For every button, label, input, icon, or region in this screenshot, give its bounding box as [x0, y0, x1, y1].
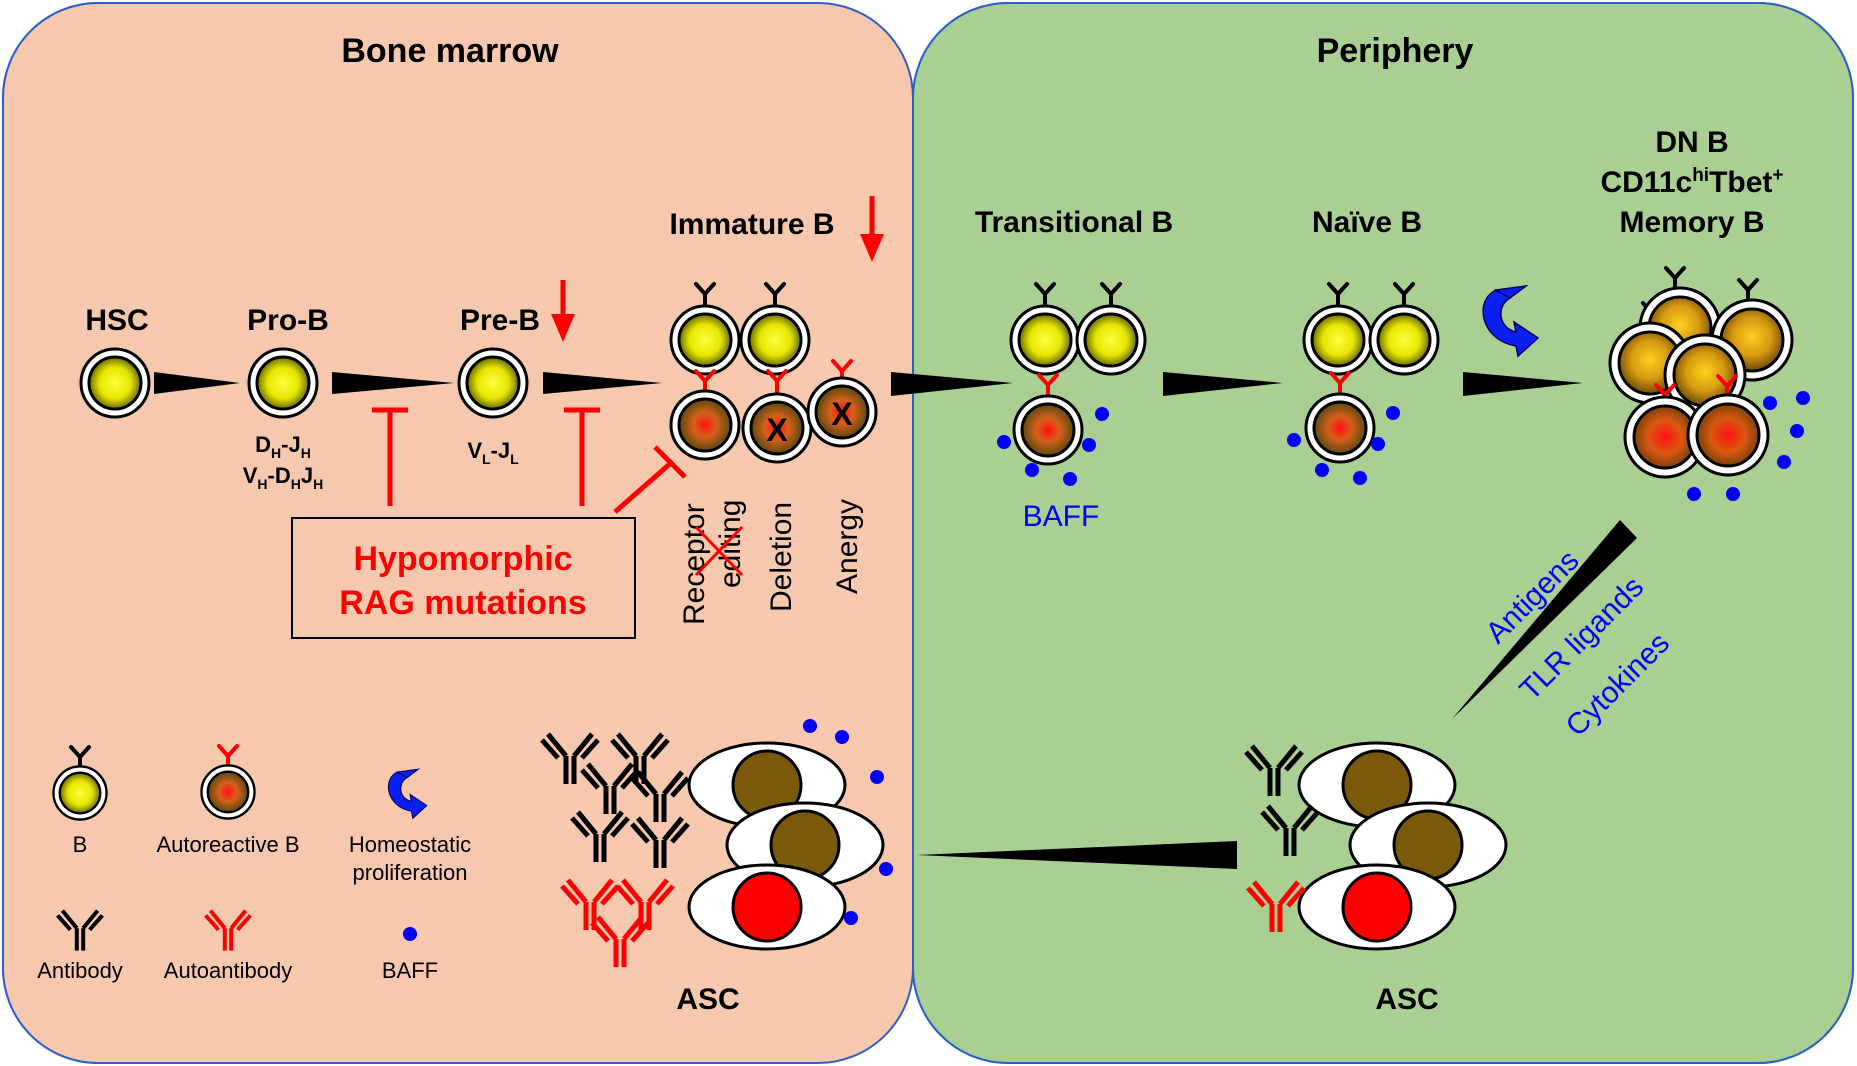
rag-mutations-box — [291, 517, 636, 639]
rag-box-line2: RAG mutations — [339, 584, 586, 622]
pre-b-label: Pre-B — [460, 304, 540, 337]
immature-b-decrease-arrow — [860, 196, 884, 262]
periphery-title: Periphery — [1317, 32, 1474, 70]
arrow-immature-to-transitional — [891, 372, 1013, 396]
arrow-naive-to-memory — [1463, 372, 1583, 396]
deletion-label: Deletion — [765, 502, 798, 612]
hsc-cell — [79, 347, 151, 419]
anergy-label: Anergy — [831, 499, 864, 594]
rag-inhibition-preb — [564, 407, 600, 506]
bone-marrow-title: Bone marrow — [341, 32, 559, 70]
legend-baff-label: BAFF — [382, 958, 438, 983]
receptor-editing-cross — [694, 525, 744, 577]
deletion-x-mark: X — [766, 412, 788, 448]
pro-b-label: Pro-B — [247, 304, 329, 337]
legend-autoreactive-cell — [200, 764, 256, 820]
legend-antibody-label: Antibody — [37, 958, 123, 983]
naive-baff-dots — [1287, 406, 1400, 485]
legend-homeostatic-line2: proliferation — [353, 860, 468, 885]
legend-autoreactive-label: Autoreactive B — [156, 832, 299, 857]
transitional-b-label: Transitional B — [975, 206, 1173, 239]
baff-label: BAFF — [1023, 500, 1100, 533]
arrow-transitional-to-naive — [1163, 372, 1283, 396]
legend: B Autoreactive B Homeostatic proliferati… — [37, 744, 471, 983]
arrow-prob-to-preb — [332, 372, 454, 394]
legend-homeostatic-line1: Homeostatic — [349, 832, 471, 857]
naive-b-label: Naïve B — [1312, 206, 1422, 239]
pre-b-decrease-arrow — [551, 280, 575, 342]
immature-b-label: Immature B — [669, 208, 834, 241]
memory-label-line1: DN B — [1655, 126, 1728, 159]
transitional-baff-dots — [997, 407, 1109, 486]
memory-label-line2: CD11chiTbet+ — [1600, 165, 1783, 199]
arrow-periphery-asc-to-bone-marrow — [917, 841, 1237, 869]
legend-baff-dot — [403, 927, 417, 941]
bone-marrow-asc-label: ASC — [676, 983, 739, 1016]
dh-jh-label: DH-JH — [255, 432, 311, 461]
vl-jl-label: VL-JL — [467, 438, 519, 467]
hsc-label: HSC — [85, 304, 148, 337]
bone-marrow-baff-dots — [803, 719, 893, 925]
pre-b-cell — [457, 347, 529, 419]
rag-box-line1: Hypomorphic — [353, 540, 572, 578]
periphery-panel-front — [912, 2, 1854, 1064]
legend-autoantibody-label: Autoantibody — [164, 958, 292, 983]
legend-b-label: B — [73, 832, 88, 857]
arrow-memory-to-asc — [1452, 520, 1637, 719]
arrow-hsc-to-prob — [154, 372, 240, 394]
memory-label-line3: Memory B — [1619, 206, 1764, 239]
pro-b-cell — [247, 347, 319, 419]
periphery-asc-label: ASC — [1375, 983, 1438, 1016]
immature-b-cluster: X X — [669, 282, 878, 464]
vh-dhjh-label: VH-DHJH — [243, 463, 324, 492]
legend-b-cell — [52, 765, 108, 821]
rag-inhibition-immature — [613, 445, 687, 514]
arrow-preb-to-immature — [543, 372, 662, 394]
anergy-x-mark: X — [831, 396, 853, 432]
memory-baff-dots — [1687, 391, 1810, 501]
rag-inhibition-prob — [372, 407, 408, 506]
